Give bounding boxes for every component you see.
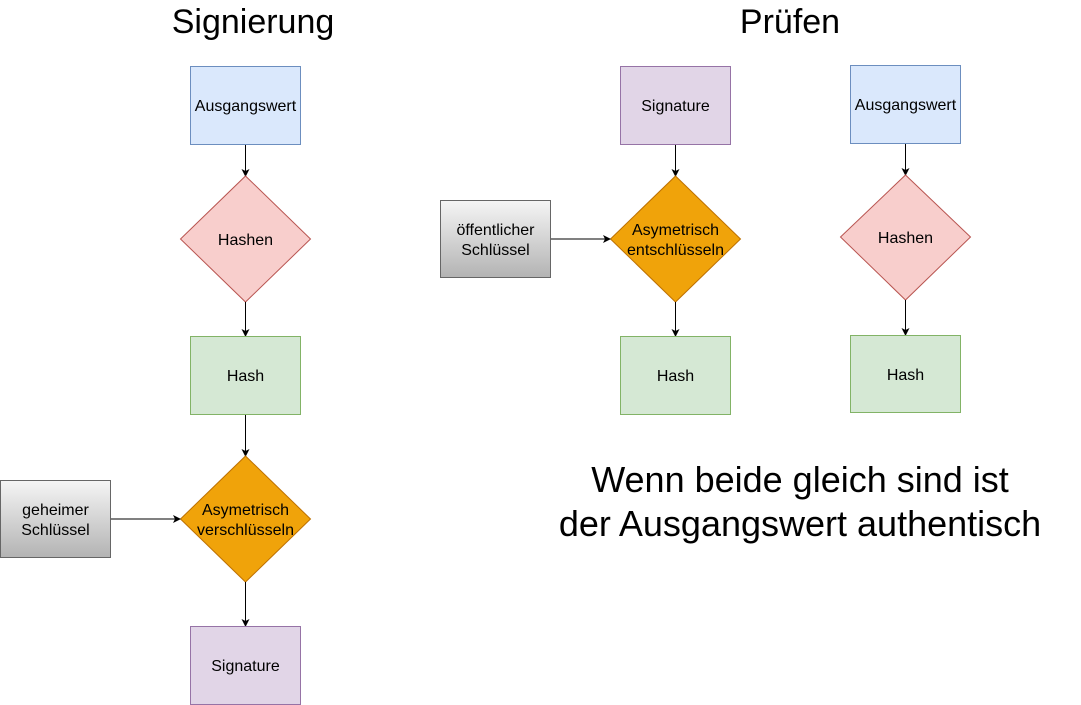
conclusion-line2: der Ausgangswert authentisch	[559, 503, 1041, 544]
verify-input-label: Ausgangswert	[855, 97, 957, 114]
signing-hash-step-node[interactable]: Hashen	[179, 175, 312, 303]
verify-public-key-label-line2: Schlüssel	[461, 242, 529, 259]
title-pruefen: Prüfen	[740, 3, 840, 41]
signing-encrypt-node[interactable]: Asymetrisch verschlüsseln	[179, 455, 312, 583]
title-signierung: Signierung	[172, 3, 335, 41]
verify-signature-box	[620, 66, 731, 145]
signing-secret-key-node[interactable]: geheimer Schlüssel	[0, 480, 111, 558]
verify-hash-step-node[interactable]: Hashen	[839, 174, 972, 301]
signing-hash-node[interactable]: Hash	[190, 336, 301, 415]
verify-input-node[interactable]: Ausgangswert	[850, 65, 961, 144]
signing-encrypt-label-line2: verschlüsseln	[197, 522, 294, 539]
signing-output-node[interactable]: Signature	[190, 626, 301, 705]
signing-input-node[interactable]: Ausgangswert	[190, 66, 301, 145]
verify-hash-step-label: Hashen	[878, 230, 933, 247]
verify-decrypt-label-line2: entschlüsseln	[627, 242, 724, 259]
verify-public-key-label-line1: öffentlicher	[457, 222, 536, 239]
signing-hash-step-label: Hashen	[218, 232, 273, 249]
verify-hash-right-box	[850, 335, 961, 413]
signing-output-label: Signature	[211, 658, 280, 675]
signing-input-label: Ausgangswert	[195, 98, 297, 115]
verify-decrypt-node[interactable]: Asymetrisch entschlüsseln	[609, 175, 742, 303]
verify-decrypt-diamond	[609, 175, 742, 303]
verify-input-box	[850, 65, 961, 144]
verify-hash-left-box	[620, 336, 731, 415]
signing-secret-key-label-line2: Schlüssel	[21, 522, 89, 539]
conclusion-line1: Wenn beide gleich sind ist	[591, 459, 1009, 500]
signing-encrypt-diamond	[179, 455, 312, 583]
signing-secret-key-label-line1: geheimer	[22, 502, 89, 519]
verify-public-key-box	[440, 200, 551, 278]
verify-public-key-node[interactable]: öffentlicher Schlüssel	[440, 200, 551, 278]
signing-input-box	[190, 66, 301, 145]
verify-hash-right-node[interactable]: Hash	[850, 335, 961, 413]
signing-hash-box	[190, 336, 301, 415]
verify-decrypt-label-line1: Asymetrisch	[632, 222, 719, 239]
signing-encrypt-label-line1: Asymetrisch	[202, 502, 289, 519]
verify-hash-left-label: Hash	[657, 368, 694, 385]
signing-secret-key-box	[0, 480, 111, 558]
verify-hash-right-label: Hash	[887, 367, 924, 384]
signing-hash-label: Hash	[227, 368, 264, 385]
verify-signature-label: Signature	[641, 98, 710, 115]
verify-hash-left-node[interactable]: Hash	[620, 336, 731, 415]
signing-output-box	[190, 626, 301, 705]
verify-signature-node[interactable]: Signature	[620, 66, 731, 145]
